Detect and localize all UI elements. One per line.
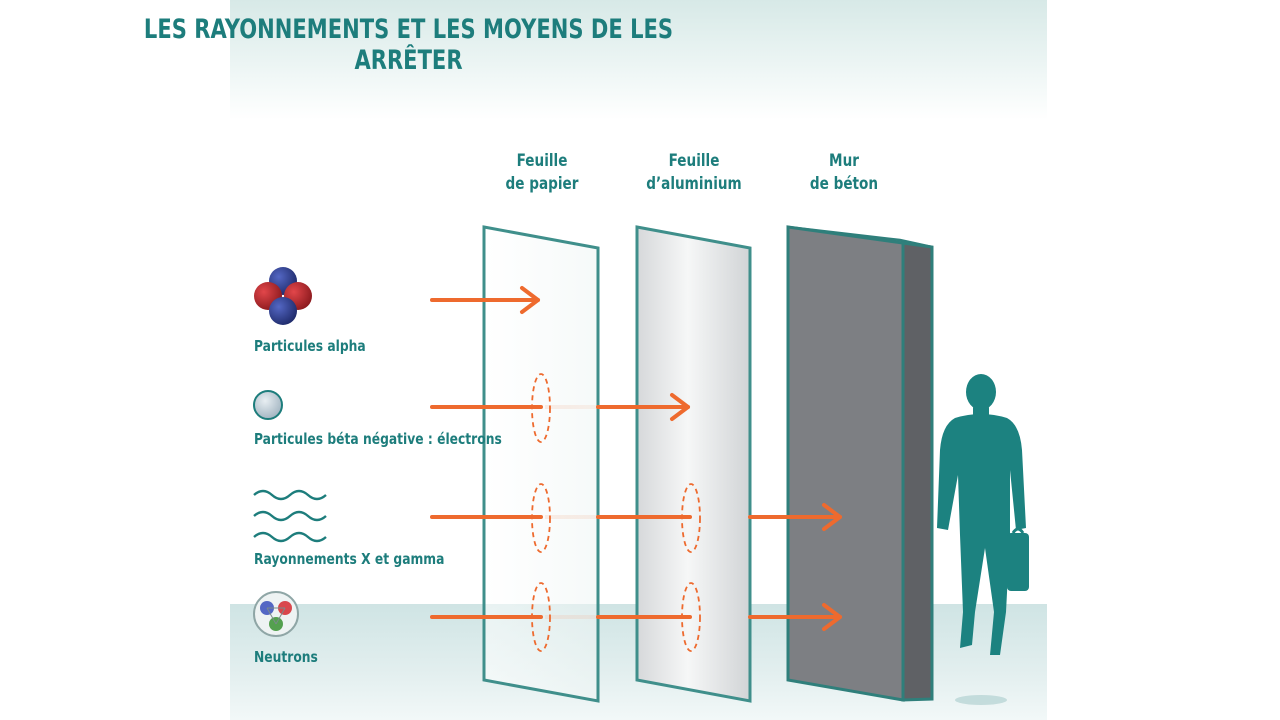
radiation-label-gamma: Rayonnements X et gamma [254, 550, 445, 568]
arrows [430, 286, 842, 631]
barrier-aluminium-line2: d’aluminium [646, 174, 742, 194]
barrier-label-concrete: Mur de béton [780, 150, 908, 196]
barrier-label-paper: Feuille de papier [478, 150, 606, 196]
barrier-concrete-line2: de béton [809, 174, 879, 194]
aluminium-sheet [635, 225, 752, 703]
radiation-label-alpha: Particules alpha [254, 337, 366, 355]
barrier-label-aluminium: Feuille d’aluminium [630, 150, 758, 196]
page-title: LES RAYONNEMENTS ET LES MOYENS DE LES AR… [143, 14, 674, 76]
barrier-paper-line1: Feuille [516, 151, 568, 171]
concrete-wall [786, 225, 934, 702]
alpha-arrow [430, 286, 540, 314]
gamma-arrow [430, 503, 842, 531]
electron-icon [253, 390, 283, 420]
paper-sheet [482, 225, 600, 703]
neutron-icon [253, 591, 299, 637]
person-silhouette [937, 374, 1029, 705]
radiation-label-beta: Particules béta négative : électrons [254, 430, 502, 448]
beta-arrow [430, 393, 690, 421]
radiation-label-neutrons: Neutrons [254, 648, 318, 666]
alpha-particle-icon [254, 267, 312, 325]
barrier-paper-line2: de papier [505, 174, 579, 194]
barrier-aluminium-line1: Feuille [668, 151, 720, 171]
neutron-arrow [430, 603, 842, 631]
wave-icon [253, 489, 327, 543]
barrier-concrete-line1: Mur [829, 151, 859, 171]
